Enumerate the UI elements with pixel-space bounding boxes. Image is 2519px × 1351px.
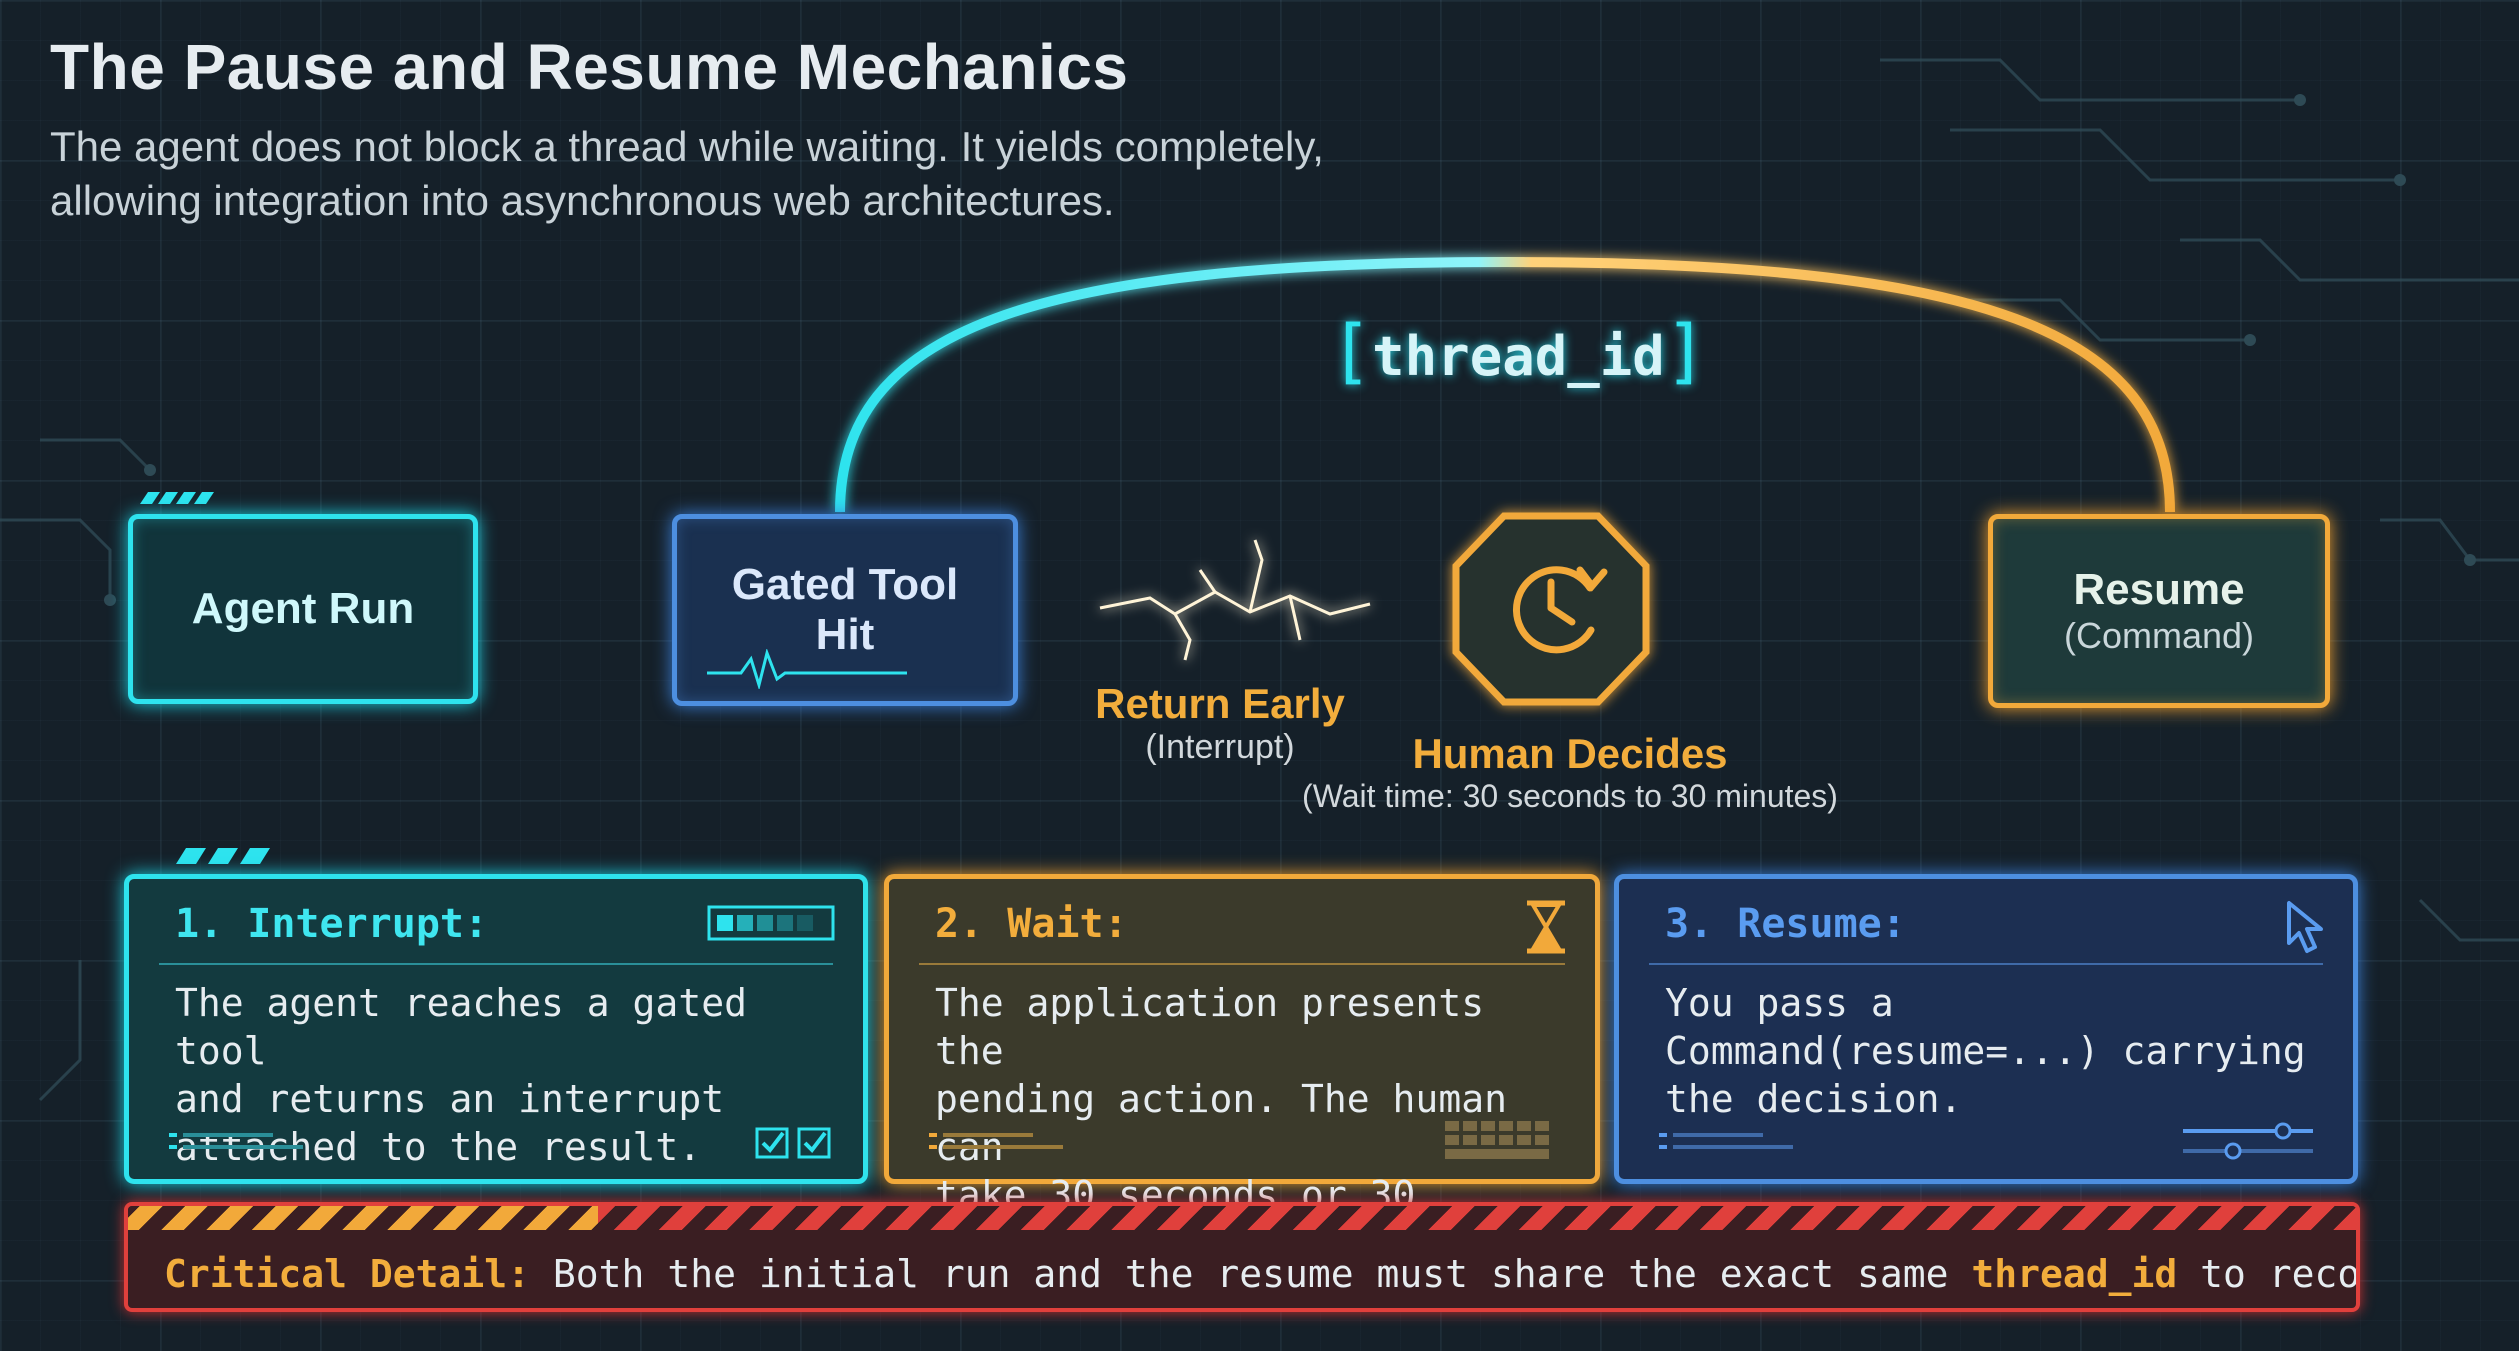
page-title: The Pause and Resume Mechanics	[50, 31, 1129, 103]
critical-detail-text: Critical Detail: Both the initial run an…	[164, 1252, 2360, 1296]
interrupt-card-heading: 1. Interrupt:	[175, 901, 489, 947]
human-decides-annotation: Human Decides (Wait time: 30 seconds to …	[1280, 730, 1860, 815]
resume-card: 3. Resume: You pass a Command(resume=...…	[1614, 874, 2358, 1184]
checkbox-checked-icon	[755, 1127, 831, 1159]
card-divider	[919, 963, 1565, 965]
gated-tool-hit-label: Gated Tool Hit	[731, 560, 959, 659]
critical-text-after: to reconnect the circuit.	[2200, 1252, 2360, 1296]
thread-arc	[835, 256, 2175, 513]
resume-card-heading: 3. Resume:	[1665, 901, 1906, 947]
thread-id-code: thread_id	[1971, 1252, 2178, 1296]
thread-id-text: thread_id	[1372, 325, 1665, 388]
wait-time-sublabel: (Wait time: 30 seconds to 30 minutes)	[1302, 778, 1838, 814]
bracket-close: ]	[1664, 310, 1707, 392]
hourglass-icon	[1527, 900, 1565, 954]
thread-id-label: [thread_id]	[1330, 310, 1707, 392]
interrupt-sublabel: (Interrupt)	[1145, 728, 1295, 766]
bracket-open: [	[1330, 310, 1373, 392]
return-early-label: Return Early	[1095, 680, 1345, 727]
card-stripe-deco	[176, 848, 270, 864]
human-decides-label: Human Decides	[1412, 730, 1728, 777]
resume-card-body: You pass a Command(resume=...) carrying …	[1665, 981, 2306, 1121]
critical-text-before: Both the initial run and the resume must…	[530, 1252, 1972, 1296]
cursor-icon	[2287, 901, 2323, 953]
text-lines-deco	[929, 1133, 1063, 1149]
critical-detail-banner: Critical Detail: Both the initial run an…	[124, 1202, 2360, 1312]
card-divider	[1649, 963, 2323, 965]
agent-run-label: Agent Run	[191, 584, 415, 633]
agent-run-stripe-deco	[140, 492, 214, 504]
gated-tool-hit-node: Gated Tool Hit	[672, 514, 1018, 706]
agent-run-node: Agent Run	[128, 514, 478, 704]
lightning-icon	[1099, 539, 1371, 661]
resume-node: Resume (Command)	[1988, 514, 2330, 708]
return-early-annotation: Return Early (Interrupt)	[1060, 680, 1380, 767]
interrupt-card: 1. Interrupt: The agent reaches a gated …	[124, 874, 868, 1184]
hazard-stripe-red-deco	[598, 1206, 2356, 1230]
critical-detail-label: Critical Detail:	[164, 1252, 531, 1296]
resume-sublabel: (Command)	[2063, 615, 2255, 656]
clock-icon	[1512, 566, 1608, 654]
resume-label: Resume	[2073, 565, 2245, 614]
pulse-icon	[707, 649, 907, 689]
wait-card: 2. Wait: The application presents the pe…	[884, 874, 1600, 1265]
page-subtitle: The agent does not block a thread while …	[50, 123, 1324, 224]
wait-card-heading: 2. Wait:	[935, 901, 1128, 947]
text-lines-deco	[1659, 1133, 1793, 1149]
card-divider	[159, 963, 833, 965]
text-lines-deco	[169, 1133, 303, 1149]
keyboard-icon	[1445, 1121, 1549, 1159]
progress-bar-icon	[707, 905, 835, 941]
slider-icon	[2183, 1122, 2313, 1160]
